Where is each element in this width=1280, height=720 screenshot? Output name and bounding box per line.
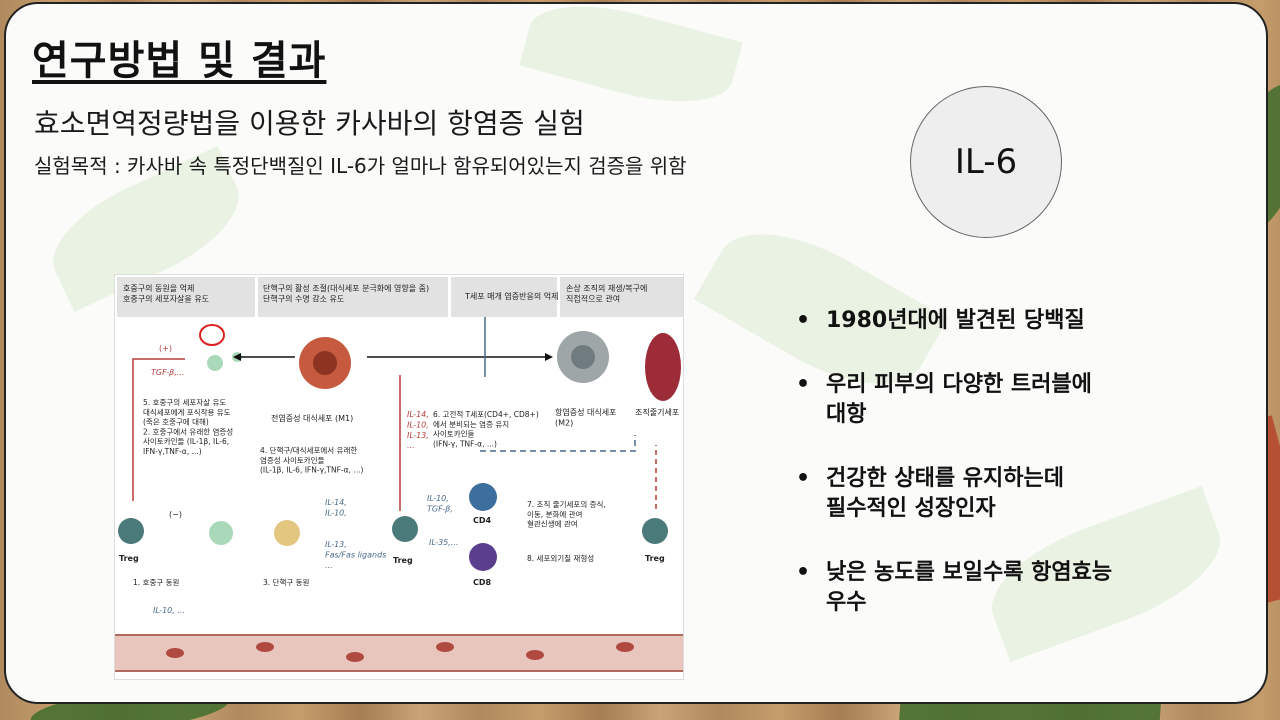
red-blood-cell <box>346 652 364 662</box>
red-blood-cell <box>526 650 544 660</box>
blood-vessel <box>115 635 683 671</box>
treg-cell-3 <box>642 518 668 544</box>
arrow-red-loop <box>132 358 185 501</box>
red-blood-cell <box>436 642 454 652</box>
red-blood-cell <box>616 642 634 652</box>
red-blood-cell <box>256 642 274 652</box>
bullet-list: 1980년대에 발견된 당백질 우리 피부의 다양한 트러블에 대항 건강한 상… <box>792 306 1232 652</box>
header-box <box>451 277 557 317</box>
neutrophil-fragment <box>207 355 223 371</box>
slide-subtitle: 효소면역정량법을 이용한 카사바의 항염증 실험 <box>34 107 585 140</box>
il6-badge: IL-6 <box>910 86 1062 238</box>
neutrophil-cell <box>209 521 233 545</box>
dashed-arrow-m2 <box>480 435 636 452</box>
label-minus: (−) <box>169 510 182 519</box>
label-il10b: IL-10, ... <box>153 606 185 615</box>
label-m1: 전염증성 대식세포 (M1) <box>271 413 353 423</box>
treg-cell-2 <box>392 516 418 542</box>
header-tcell: T세포 매개 염증반응의 억제 <box>464 291 558 301</box>
stem-cell <box>645 333 681 401</box>
red-blood-cell <box>166 648 184 658</box>
treg-cell-1 <box>118 518 144 544</box>
arrowhead <box>233 353 241 361</box>
il6-badge-label: IL-6 <box>954 142 1018 182</box>
label-treg-1: Treg <box>119 554 139 563</box>
label-tgf: TGF-β,... <box>151 368 184 377</box>
label-il14b: IL-14,IL-10, <box>325 498 347 517</box>
label-cd8: CD8 <box>473 578 492 587</box>
label-cd4: CD4 <box>473 516 492 525</box>
bullet-item: 건강한 상태를 유지하는데 필수적인 성장인자 <box>792 464 1232 524</box>
header-monocyte: 단핵구의 활성 조절(대식세포 분극화에 영향을 줌)단핵구의 수명 감소 유도 <box>263 283 429 303</box>
bullet-item: 우리 피부의 다양한 트러블에 대항 <box>792 370 1232 430</box>
bullet-text: 1980년대에 발견된 당백질 <box>826 308 1085 333</box>
monocyte-cell <box>274 520 300 546</box>
label-il10: IL-10,TGF-β, <box>427 494 453 513</box>
cd4-cell <box>469 483 497 511</box>
label-note1: 1. 호중구 동원 <box>133 578 180 587</box>
label-treg-2: Treg <box>393 556 413 565</box>
bullet-item: 낮은 농도를 보일수록 항염효능 우수 <box>792 558 1232 618</box>
bullet-text: 건강한 상태를 유지하는데 필수적인 성장인자 <box>826 466 1064 521</box>
red-marker <box>199 324 225 346</box>
label-plus: (+) <box>159 344 172 353</box>
slide-frame: 연구방법 및 결과 효소면역정량법을 이용한 카사바의 항염증 실험 실험목적 … <box>4 2 1268 704</box>
cd8-cell <box>469 543 497 571</box>
bullet-text: 낮은 농도를 보일수록 항염효능 우수 <box>826 560 1113 615</box>
m2-nucleus <box>571 345 595 369</box>
label-il13: IL-13,Fas/Fas ligands... <box>325 540 386 570</box>
header-box <box>117 277 255 317</box>
arrowhead <box>545 353 553 361</box>
bullet-item: 1980년대에 발견된 당백질 <box>792 306 1232 336</box>
experiment-purpose: 실험목적 : 카사바 속 특정단백질인 IL-6가 얼마나 함유되어있는지 검증… <box>34 154 687 178</box>
label-stem: 조직줄기세포 <box>635 407 679 417</box>
bullet-text: 우리 피부의 다양한 트러블에 대항 <box>826 372 1092 427</box>
header-box <box>258 277 448 317</box>
header-box <box>560 277 683 317</box>
m1-nucleus <box>313 351 337 375</box>
label-note3: 3. 단핵구 동원 <box>263 577 310 587</box>
label-treg-3: Treg <box>645 554 665 563</box>
slide-title: 연구방법 및 결과 <box>32 38 327 84</box>
label-note8: 8. 세포외기질 재형성 <box>527 553 594 563</box>
label-il14: IL-14,IL-10,IL-13,... <box>407 410 429 450</box>
label-il35: IL-35,... <box>429 538 458 547</box>
label-m2: 항염증성 대식세포(M2) <box>555 408 616 427</box>
